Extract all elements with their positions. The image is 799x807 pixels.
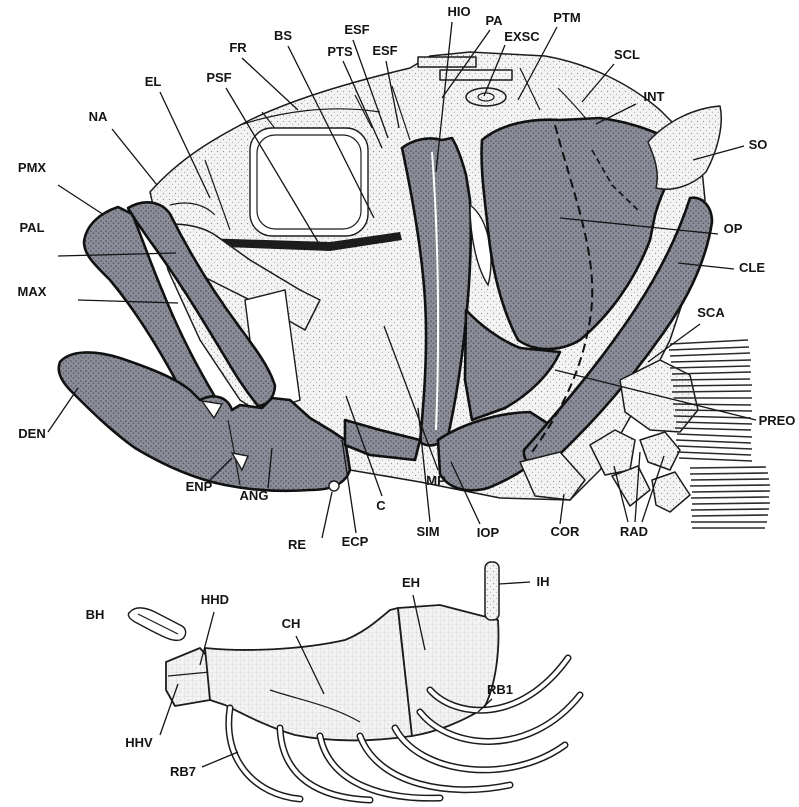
label-esf-lower: ESF — [372, 43, 397, 58]
epihyal-bone — [398, 605, 498, 736]
label-ptm: PTM — [553, 10, 580, 25]
hypohyal-bone — [166, 648, 210, 706]
label-el: EL — [145, 74, 162, 89]
label-pts: PTS — [327, 44, 353, 59]
label-pa: PA — [485, 13, 503, 28]
leader-line-ih — [499, 582, 530, 584]
leader-line-pmx — [58, 185, 104, 215]
label-pal: PAL — [19, 220, 44, 235]
label-hio: HIO — [447, 4, 470, 19]
label-hhv: HHV — [125, 735, 153, 750]
label-na: NA — [89, 109, 108, 124]
crest-bar-lower — [440, 70, 512, 80]
label-ch: CH — [282, 616, 301, 631]
label-mp: MP — [426, 473, 446, 488]
label-re: RE — [288, 537, 306, 552]
label-cor: COR — [551, 524, 581, 539]
leader-line-re — [322, 492, 332, 538]
label-ecp: ECP — [342, 534, 369, 549]
orbit-window — [250, 128, 368, 236]
label-den: DEN — [18, 426, 45, 441]
label-rad: RAD — [620, 524, 648, 539]
label-pmx: PMX — [18, 160, 47, 175]
label-max: MAX — [18, 284, 47, 299]
interhyal-bone — [485, 562, 499, 620]
label-esf-upper: ESF — [344, 22, 369, 37]
label-fr: FR — [229, 40, 247, 55]
ceratohyal-bone — [205, 608, 412, 740]
leader-line-na — [112, 129, 157, 185]
hyoid-arch-view — [128, 562, 580, 800]
label-hhd: HHD — [201, 592, 229, 607]
label-rb1: RB1 — [487, 682, 513, 697]
label-op: OP — [724, 221, 743, 236]
label-preo: PREO — [759, 413, 796, 428]
label-so: SO — [749, 137, 768, 152]
label-c: C — [376, 498, 386, 513]
label-rb7: RB7 — [170, 764, 196, 779]
label-bh: BH — [86, 607, 105, 622]
label-iop: IOP — [477, 525, 500, 540]
label-ih: IH — [537, 574, 550, 589]
radial-bone — [640, 432, 680, 470]
label-cle: CLE — [739, 260, 765, 275]
radial-bone — [652, 472, 690, 512]
leader-line-den — [48, 388, 78, 432]
label-sca: SCA — [697, 305, 725, 320]
label-scl: SCL — [614, 47, 640, 62]
label-exsc: EXSC — [504, 29, 540, 44]
pectoral-fin-rays-lower — [690, 467, 770, 528]
label-enp: ENP — [186, 479, 213, 494]
retroarticular-spot — [329, 481, 339, 491]
leader-line-fr — [242, 58, 298, 110]
label-psf: PSF — [206, 70, 231, 85]
label-sim: SIM — [416, 524, 439, 539]
label-bs: BS — [274, 28, 292, 43]
label-eh: EH — [402, 575, 420, 590]
leader-line-rb7 — [202, 752, 238, 767]
label-int: INT — [644, 89, 665, 104]
label-ang: ANG — [240, 488, 269, 503]
